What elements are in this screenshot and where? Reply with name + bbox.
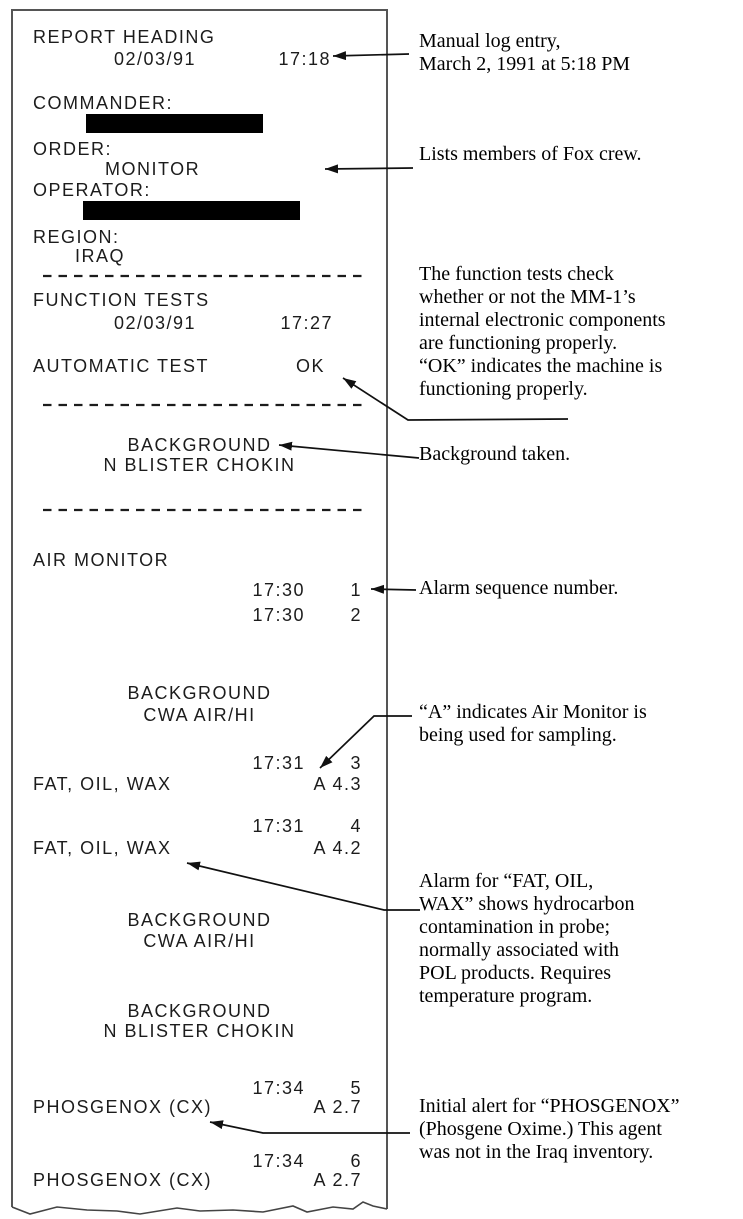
alarm-reading: A 2.7 xyxy=(313,1170,362,1190)
leader-arrow-fox-crew xyxy=(324,164,414,174)
annotation-background-taken: Background taken. xyxy=(419,443,571,465)
order-value: MONITOR xyxy=(105,159,201,179)
report-time: 17:18 xyxy=(278,49,331,69)
annotation-air-monitor-a: “A” indicates Air Monitor is being used … xyxy=(419,701,647,746)
redacted-commander-name xyxy=(86,114,263,133)
function-tests-date: 02/03/91 xyxy=(114,313,197,333)
region-value: IRAQ xyxy=(75,246,126,266)
redacted-operator-name xyxy=(83,201,300,220)
operator-label: OPERATOR: xyxy=(33,180,151,200)
annotation-phosgenox: Initial alert for “PHOSGENOX” (Phosgene … xyxy=(419,1095,680,1163)
background-agents: CWA AIR/HI xyxy=(143,705,256,725)
alarm-agent: FAT, OIL, WAX xyxy=(33,774,172,794)
commander-label: COMMANDER: xyxy=(33,93,173,113)
alarm-reading: A 4.3 xyxy=(313,774,362,794)
event-seq: 2 xyxy=(350,605,362,625)
alarm-seq: 6 xyxy=(350,1151,362,1171)
alarm-seq: 3 xyxy=(350,753,362,773)
leader-arrow-alarm-sequence xyxy=(370,584,417,594)
annotation-fat-oil-wax: Alarm for “FAT, OIL, WAX” shows hydrocar… xyxy=(419,870,635,1007)
function-tests-title: FUNCTION TESTS xyxy=(33,290,210,310)
background-line: BACKGROUND xyxy=(127,435,272,455)
alarm-reading: A 4.2 xyxy=(313,838,362,858)
background-agents: N BLISTER CHOKIN xyxy=(103,1021,296,1041)
alarm-reading: A 2.7 xyxy=(313,1097,362,1117)
annotation-fox-crew: Lists members of Fox crew. xyxy=(419,143,642,165)
event-seq: 1 xyxy=(350,580,362,600)
torn-paper-edge xyxy=(11,1201,388,1215)
annotation-alarm-sequence: Alarm sequence number. xyxy=(419,577,619,599)
region-label: REGION: xyxy=(33,227,120,247)
function-tests-time: 17:27 xyxy=(280,313,333,333)
alarm-agent: PHOSGENOX (CX) xyxy=(33,1170,213,1190)
leader-arrow-manual-log xyxy=(332,51,410,61)
background-line: BACKGROUND xyxy=(127,1001,272,1021)
alarm-agent: PHOSGENOX (CX) xyxy=(33,1097,213,1117)
annotation-function-tests: The function tests check whether or not … xyxy=(419,263,666,400)
annotation-manual-log: Manual log entry, March 2, 1991 at 5:18 … xyxy=(419,30,631,75)
automatic-test-label: AUTOMATIC TEST xyxy=(33,356,210,376)
alarm-agent: FAT, OIL, WAX xyxy=(33,838,172,858)
background-agents: N BLISTER CHOKIN xyxy=(103,455,296,475)
leader-arrow-fat-oil-wax xyxy=(186,861,420,911)
alarm-seq: 4 xyxy=(350,816,362,836)
alarm-seq: 5 xyxy=(350,1078,362,1098)
air-monitor-title: AIR MONITOR xyxy=(33,550,170,570)
order-label: ORDER: xyxy=(33,139,113,159)
report-date: 02/03/91 xyxy=(114,49,197,69)
automatic-test-result: OK xyxy=(295,356,325,376)
background-line: BACKGROUND xyxy=(127,910,272,930)
leader-arrow-phosgenox xyxy=(209,1120,410,1134)
background-line: BACKGROUND xyxy=(127,683,272,703)
report-heading-title: REPORT HEADING xyxy=(33,27,216,47)
background-agents: CWA AIR/HI xyxy=(143,931,256,951)
